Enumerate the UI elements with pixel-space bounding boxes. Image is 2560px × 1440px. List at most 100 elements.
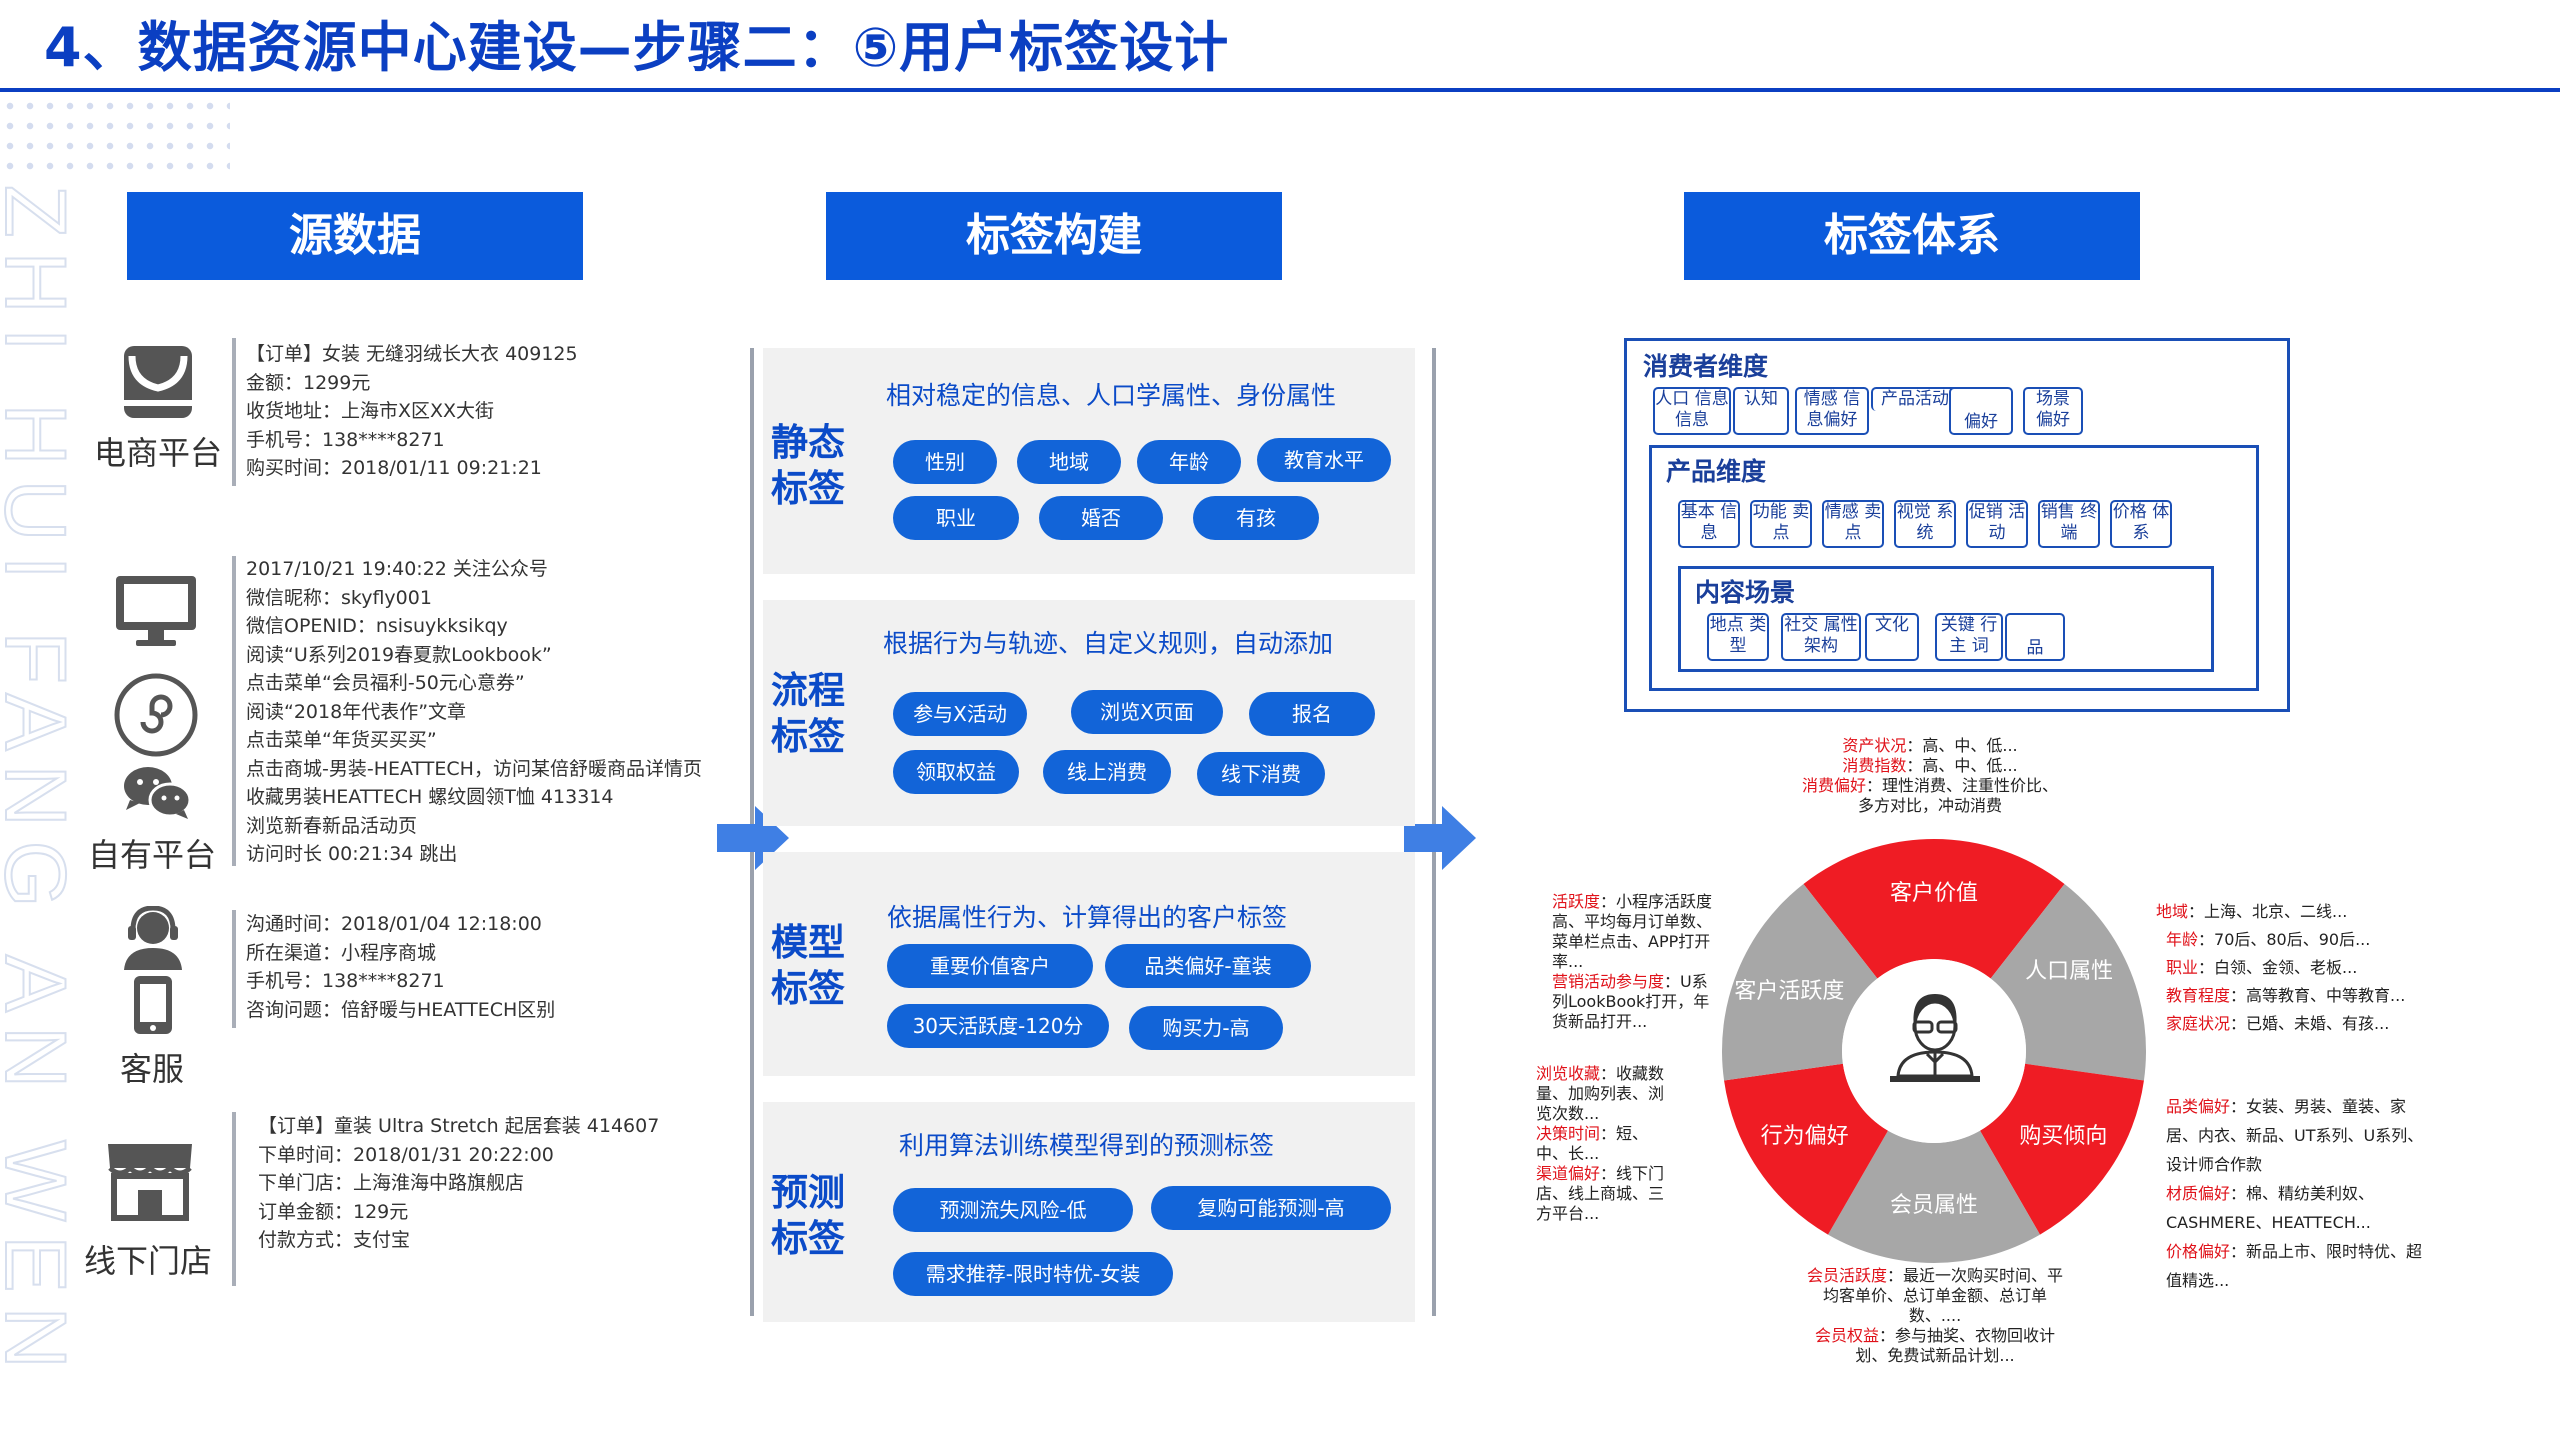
dimension-tag: 文化 <box>1865 613 1919 661</box>
source-label: 客服 <box>120 1050 185 1088</box>
dimension-tag: 促销 活动 <box>1966 500 2028 548</box>
tag-panel-predict: 预测标签 利用算法训练模型得到的预测标签 预测流失风险-低 复购可能预测-高 需… <box>763 1102 1415 1322</box>
tag-pill: 线下消费 <box>1197 752 1325 796</box>
wechat-icon <box>122 764 192 826</box>
source-line: 微信OPENID：nsisuykksikqy <box>246 615 508 637</box>
tag-pill: 教育水平 <box>1257 438 1391 482</box>
source-line: 点击商城-男装-HEATTECH，访问某倍舒暖商品详情页 <box>246 757 702 780</box>
ring-segment <box>1724 1063 1888 1235</box>
source-line: 点击菜单“会员福利-50元心意券” <box>246 672 525 694</box>
dimension-tag: 品 <box>2005 613 2065 661</box>
vertical-watermark: ZHI HUI FANG AN WEN KU <box>0 185 70 1425</box>
annotation-bottom: 会员活跃度：最近一次购买时间、平均客单价、总订单金额、总订单数、.... 会员权… <box>1806 1266 2064 1365</box>
source-line: 浏览新春新品活动页 <box>246 814 418 837</box>
mobile-phone-icon <box>132 974 174 1040</box>
source-line: 【订单】童装 Ultra Stretch 起居套装 414607 <box>258 1115 660 1137</box>
annotation-right-top: 地域：上海、北京、二线... 年龄：70后、80后、90后... 职业：白领、金… <box>2156 902 2406 1033</box>
tag-panel-static: 静态标签 相对稳定的信息、人口学属性、身份属性 性别 地域 年龄 教育水平 职业… <box>763 348 1415 574</box>
source-text-block: 【订单】女装 无缝羽绒长大衣 409125 金额：1299元 收货地址：上海市X… <box>246 340 578 483</box>
source-line: 手机号：138****8271 <box>246 428 445 451</box>
tag-pill: 需求推荐-限时特优-女装 <box>893 1252 1173 1296</box>
customer-avatar-icon <box>1880 988 1990 1092</box>
source-line: 订单金额：129元 <box>258 1200 409 1223</box>
source-line: 阅读“2018年代表作”文章 <box>246 700 467 723</box>
dimension-tag: 场景 偏好 <box>2023 387 2083 435</box>
tag-pill: 浏览X页面 <box>1071 690 1223 734</box>
tag-pill: 领取权益 <box>893 750 1019 794</box>
consumer-dimension-box: 消费者维度 人口 信息信息 认知 情感 信息偏好 产品活动 偏好 场景 偏好 产… <box>1624 338 2290 712</box>
ring-segment-label: 客户价值 <box>1889 881 1978 906</box>
tag-panel-model: 模型标签 依据属性行为、计算得出的客户标签 重要价值客户 品类偏好-童装 30天… <box>763 852 1415 1076</box>
tag-pill: 复购可能预测-高 <box>1151 1186 1391 1230</box>
source-text-block: 2017/10/21 19:40:22 关注公众号 微信昵称：skyfly001… <box>246 555 702 869</box>
ring-segment <box>1803 839 2065 979</box>
page-title: 4、数据资源中心建设—步骤二：⑤用户标签设计 <box>44 16 1230 79</box>
monitor-icon <box>112 572 200 656</box>
headset-icon <box>120 905 186 974</box>
dimension-tag: 社交 属性 架构 <box>1781 613 1861 661</box>
dimension-tag: 价格 体系 <box>2110 500 2172 548</box>
tag-pill: 参与X活动 <box>893 692 1027 736</box>
title-divider <box>0 88 2560 92</box>
panel-description: 利用算法训练模型得到的预测标签 <box>899 1131 1275 1160</box>
source-line: 【订单】女装 无缝羽绒长大衣 409125 <box>246 343 578 365</box>
dimension-tag: 地点 类型 <box>1707 613 1769 661</box>
source-label: 自有平台 <box>88 836 217 874</box>
panel-title: 静态标签 <box>771 421 845 510</box>
annotation-left-top: 活跃度：小程序活跃度高、平均每月订单数、菜单栏点击、APP打开率... 营销活动… <box>1552 892 1713 1031</box>
ring-segment <box>1990 883 2146 1081</box>
shopping-bag-icon <box>118 342 198 426</box>
dimension-tag: 情感 信息偏好 <box>1795 387 1869 435</box>
dimension-tag: 功能 卖点 <box>1750 500 1812 548</box>
source-line: 访问时长 00:21:34 跳出 <box>246 843 458 865</box>
dot-pattern-decoration <box>0 96 230 182</box>
source-label: 线下门店 <box>84 1242 213 1280</box>
box-title: 消费者维度 <box>1643 352 1769 381</box>
source-line: 2017/10/21 19:40:22 关注公众号 <box>246 558 548 580</box>
box-title: 产品维度 <box>1666 457 1767 486</box>
content-scene-box: 内容场景 地点 类型 社交 属性 架构 文化 关键 行主 词 品 <box>1678 566 2214 672</box>
tag-pill: 品类偏好-童装 <box>1105 944 1311 988</box>
ring-segment <box>1722 883 1878 1081</box>
tag-pill: 重要价值客户 <box>887 944 1093 988</box>
source-line: 阅读“U系列2019春夏款Lookbook” <box>246 643 552 666</box>
source-line: 点击菜单“年货买买买” <box>246 729 437 751</box>
panel-description: 依据属性行为、计算得出的客户标签 <box>887 903 1288 932</box>
ring-segment-label: 行为偏好 <box>1760 1124 1849 1150</box>
tag-pill: 地域 <box>1017 440 1121 484</box>
tag-pill: 有孩 <box>1193 496 1319 540</box>
tag-pill: 30天活跃度-120分 <box>887 1004 1109 1048</box>
source-line: 金额：1299元 <box>246 371 371 394</box>
dimension-tag: 视觉 系统 <box>1894 500 1956 548</box>
source-line: 微信昵称：skyfly001 <box>246 586 432 609</box>
section-header-source: 源数据 <box>127 192 583 280</box>
tag-pill: 性别 <box>893 440 997 484</box>
mini-program-icon <box>113 672 199 762</box>
source-line: 咨询问题：倍舒暖与HEATTECH区别 <box>246 998 556 1021</box>
ring-segment <box>1828 1130 2040 1263</box>
panel-title: 流程标签 <box>771 669 845 758</box>
ring-segment-label: 人口属性 <box>2025 959 2114 984</box>
annotation-right-bottom: 品类偏好：女装、男装、童装、家居、内衣、新品、UT系列、U系列、设计师合作款 材… <box>2166 1097 2424 1290</box>
source-line: 沟通时间：2018/01/04 12:18:00 <box>246 913 542 935</box>
tag-pill: 购买力-高 <box>1129 1006 1283 1050</box>
source-line: 收藏男装HEATTECH 螺纹圆领T恤 413314 <box>246 786 614 808</box>
ring-segment <box>1980 1063 2144 1235</box>
source-line: 收货地址：上海市X区XX大街 <box>246 400 495 422</box>
dimension-tag: 关键 行主 词 <box>1935 613 2003 661</box>
tag-pill: 线上消费 <box>1043 750 1171 794</box>
source-divider <box>232 338 236 486</box>
source-text-block: 沟通时间：2018/01/04 12:18:00 所在渠道：小程序商城 手机号：… <box>246 910 555 1024</box>
tag-pill: 预测流失风险-低 <box>893 1188 1133 1232</box>
source-line: 付款方式：支付宝 <box>258 1229 411 1251</box>
source-text-block: 【订单】童装 Ultra Stretch 起居套装 414607 下单时间：20… <box>258 1112 659 1255</box>
tag-pill: 年龄 <box>1137 440 1241 484</box>
dimension-tag: 销售 终端 <box>2038 500 2100 548</box>
annotation-left-bottom: 浏览收藏：收藏数量、加购列表、浏览次数... 决策时间：短、中、长... 渠道偏… <box>1536 1064 1665 1223</box>
panel-title: 预测标签 <box>771 1171 845 1260</box>
store-icon <box>104 1140 196 1226</box>
box-title: 内容场景 <box>1695 578 1796 607</box>
section-header-system: 标签体系 <box>1684 192 2140 280</box>
source-divider <box>232 556 236 866</box>
tag-pill: 职业 <box>893 496 1019 540</box>
